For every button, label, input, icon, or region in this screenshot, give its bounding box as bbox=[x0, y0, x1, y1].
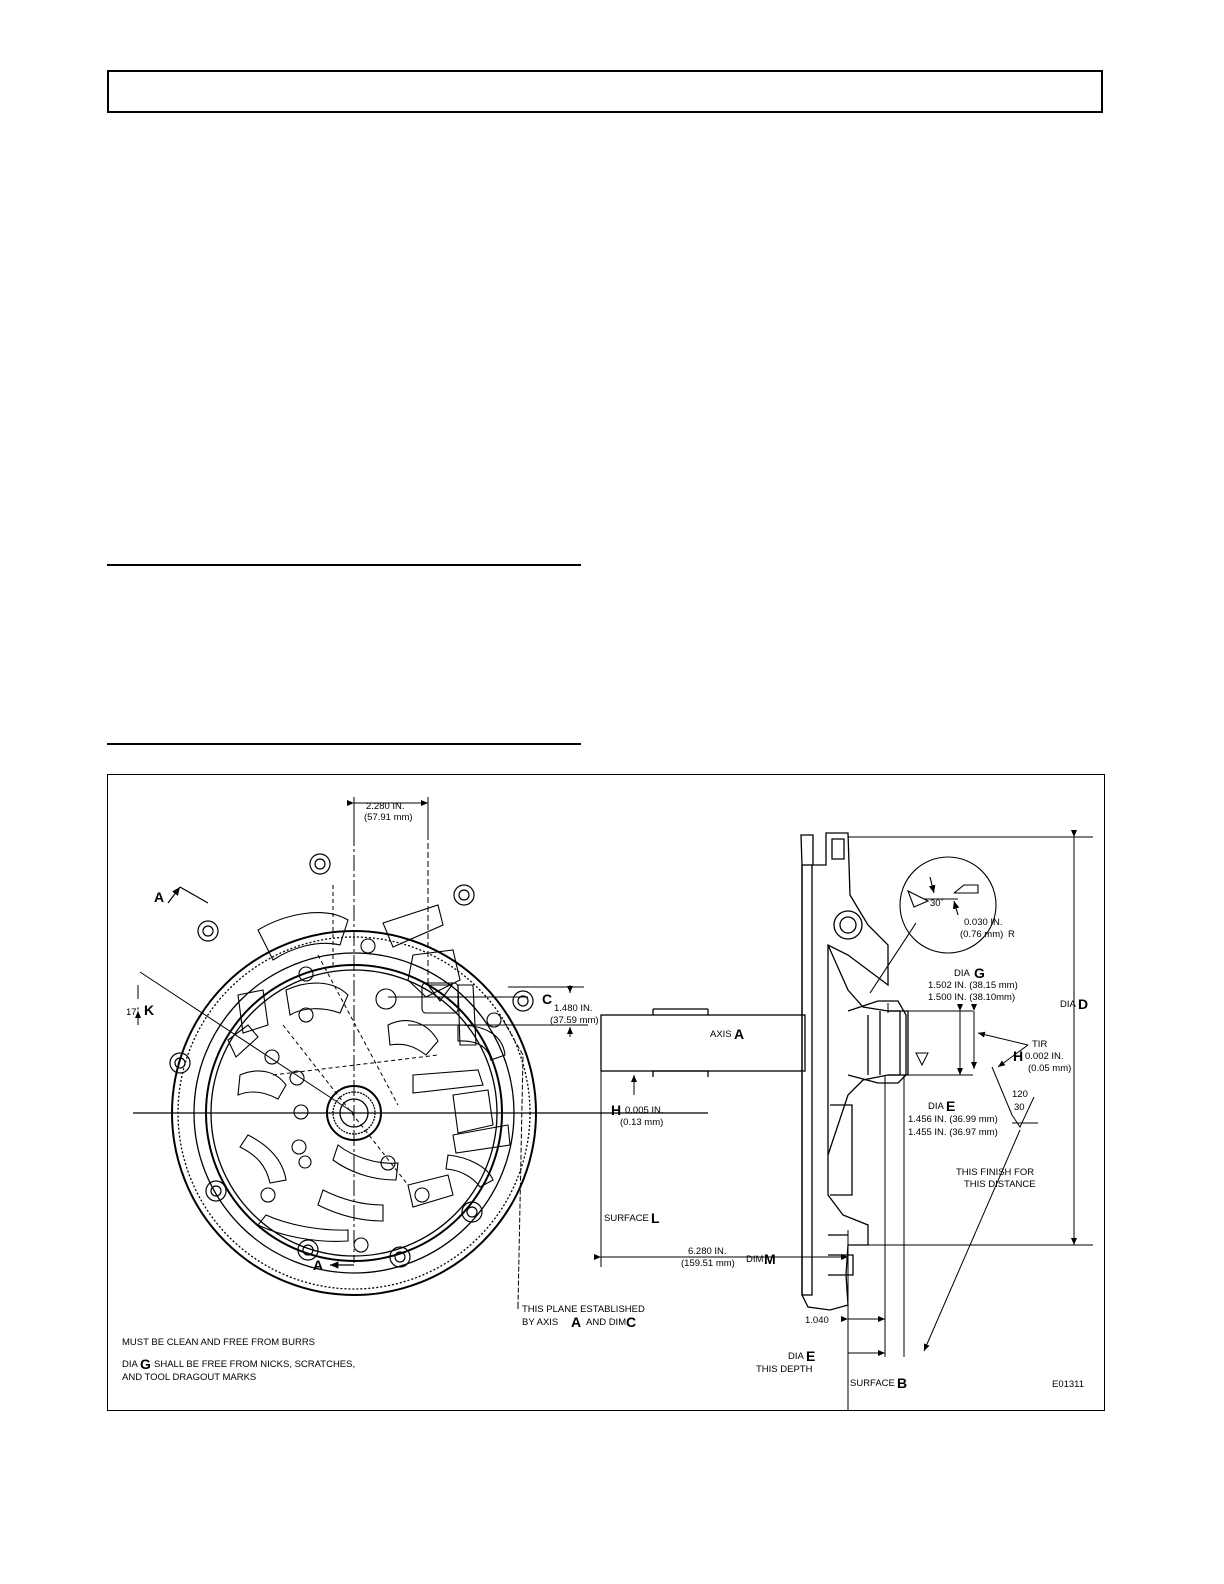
figure-id: E01311 bbox=[1052, 1379, 1084, 1390]
chamfer-30: 30˚ bbox=[930, 898, 944, 909]
dia-e-max: 1.456 IN. (36.99 mm) bbox=[908, 1114, 998, 1125]
tir-h-letter: H bbox=[1013, 1048, 1023, 1064]
dia-g-label: DIA bbox=[954, 968, 971, 979]
plane-note-letter-a: A bbox=[571, 1314, 581, 1330]
chamfer-r-in: 0.030 IN. bbox=[964, 917, 1003, 928]
dia-e-depth-note: THIS DEPTH bbox=[756, 1364, 813, 1375]
dia-g-note-letter: G bbox=[140, 1356, 151, 1372]
axis-a-letter: A bbox=[734, 1026, 744, 1042]
dimension-1480 bbox=[508, 985, 584, 1037]
h-005-in: 0.005 IN. bbox=[625, 1105, 664, 1116]
center-lines bbox=[133, 805, 708, 1263]
surface-b-letter: B bbox=[897, 1375, 907, 1391]
letter-k: K bbox=[144, 1002, 154, 1018]
tir-leaders bbox=[977, 1031, 1029, 1068]
divider-bottom bbox=[107, 743, 581, 745]
tir-value-mm: (0.05 mm) bbox=[1028, 1063, 1071, 1074]
divider-top bbox=[107, 564, 581, 566]
technical-drawing: 2.280 IN. (57.91 mm) C 1.480 IN. (37.59 … bbox=[107, 774, 1105, 1411]
tir-value-in: 0.002 IN. bbox=[1025, 1051, 1064, 1062]
finish-120: 120 bbox=[1012, 1089, 1028, 1100]
dia-g-note-line2: AND TOOL DRAGOUT MARKS bbox=[122, 1372, 256, 1383]
dim-1480-mm: (37.59 mm) bbox=[550, 1015, 599, 1026]
surface-l-letter: L bbox=[651, 1210, 660, 1226]
section-a-bottom: A bbox=[313, 1257, 323, 1273]
letter-h: H bbox=[611, 1102, 621, 1118]
dimension-dia-g bbox=[887, 1003, 977, 1076]
h-005-mm: (0.13 mm) bbox=[620, 1117, 663, 1128]
finish-note-line2: THIS DISTANCE bbox=[964, 1179, 1036, 1190]
datum-triangle bbox=[915, 1052, 929, 1067]
dia-e-label: DIA bbox=[928, 1101, 945, 1112]
dim-6280-mm: (159.51 mm) bbox=[681, 1258, 735, 1269]
dim-1480-in: 1.480 IN. bbox=[554, 1003, 593, 1014]
side-view bbox=[600, 832, 909, 1311]
plane-note-anddim: AND DIM bbox=[586, 1317, 626, 1328]
plane-leader bbox=[502, 1019, 524, 1309]
angle-17-label: 17˚ bbox=[126, 1007, 140, 1018]
dimension-2280 bbox=[347, 797, 429, 835]
section-a-top: A bbox=[154, 889, 164, 905]
dia-e-letter: E bbox=[946, 1098, 955, 1114]
dim-m-label: DIM bbox=[746, 1254, 764, 1265]
front-view-body bbox=[169, 853, 537, 1296]
pump-drawing-svg: 2.280 IN. (57.91 mm) C 1.480 IN. (37.59 … bbox=[122, 797, 1093, 1410]
dia-g-note-line1: SHALL BE FREE FROM NICKS, SCRATCHES, bbox=[154, 1359, 355, 1370]
dim-6280-in: 6.280 IN. bbox=[688, 1246, 727, 1257]
axis-a-label: AXIS bbox=[710, 1029, 732, 1040]
chamfer-r-mm: (0.76 mm) bbox=[960, 929, 1003, 940]
dim-1040: 1.040 bbox=[805, 1315, 829, 1326]
dia-d-letter: D bbox=[1078, 996, 1088, 1012]
dia-d-label: DIA bbox=[1060, 999, 1077, 1010]
header-box bbox=[107, 70, 1103, 113]
dim-2280-in: 2.280 IN. bbox=[366, 801, 405, 812]
plane-note-byaxis: BY AXIS bbox=[522, 1317, 558, 1328]
plane-note-letter-c: C bbox=[626, 1314, 636, 1330]
dia-e-min: 1.455 IN. (36.97 mm) bbox=[908, 1127, 998, 1138]
chamfer-detail bbox=[869, 856, 997, 994]
finish-30: 30 bbox=[1014, 1102, 1025, 1113]
tir-label: TIR bbox=[1032, 1039, 1047, 1050]
finish-symbol bbox=[923, 1066, 1038, 1352]
dia-e-depth-letter: E bbox=[806, 1348, 815, 1364]
dim-2280-mm: (57.91 mm) bbox=[364, 812, 413, 823]
dia-g-letter: G bbox=[974, 965, 985, 981]
plane-note-line1: THIS PLANE ESTABLISHED bbox=[522, 1304, 645, 1315]
letter-c: C bbox=[542, 991, 552, 1007]
dia-g-note-dia: DIA bbox=[122, 1359, 139, 1370]
dimension-1040 bbox=[841, 1075, 905, 1357]
surface-l-label: SURFACE bbox=[604, 1213, 649, 1224]
dia-e-depth-dia: DIA bbox=[788, 1351, 805, 1362]
dia-g-max: 1.502 IN. (38.15 mm) bbox=[928, 980, 1018, 991]
dim-m-letter: M bbox=[764, 1251, 776, 1267]
clean-note: MUST BE CLEAN AND FREE FROM BURRS bbox=[122, 1337, 315, 1348]
section-arrows bbox=[167, 886, 354, 1269]
surface-b-label: SURFACE bbox=[850, 1378, 895, 1389]
finish-note-line1: THIS FINISH FOR bbox=[956, 1167, 1034, 1178]
chamfer-r-letter: R bbox=[1008, 929, 1015, 940]
dia-g-min: 1.500 IN. (38.10mm) bbox=[928, 992, 1015, 1003]
